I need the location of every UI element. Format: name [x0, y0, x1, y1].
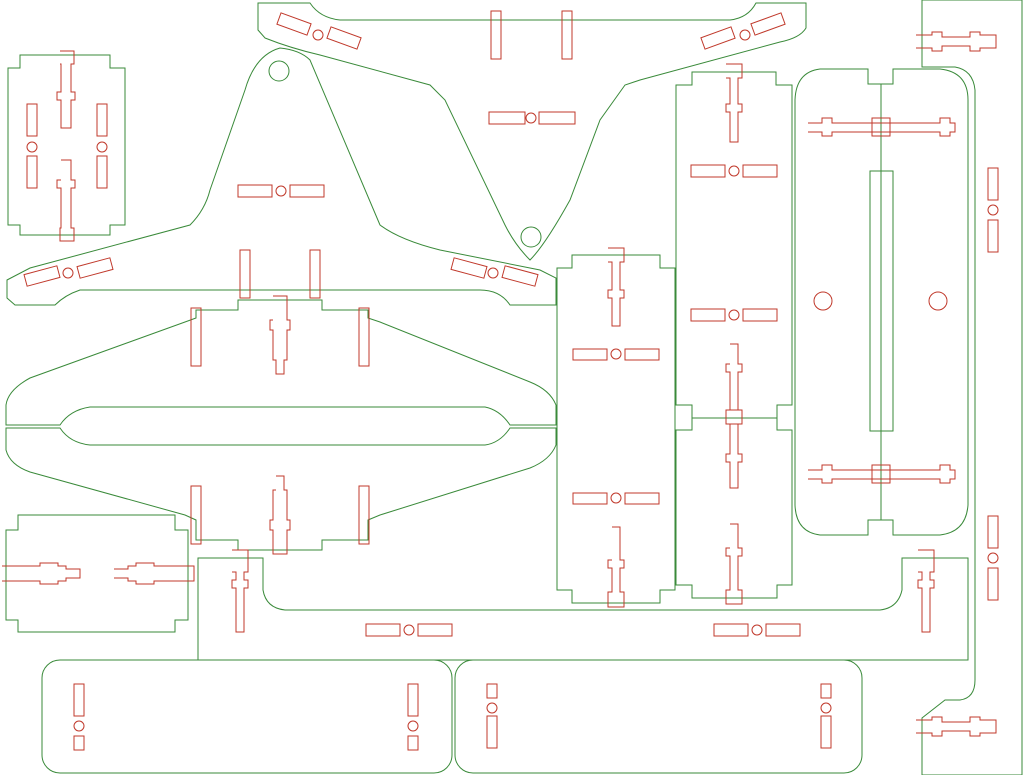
tall-rounded-panel-slots: [808, 117, 956, 484]
cross-piece-upper-wing: [5, 299, 557, 426]
cross-piece-lower-wing: [5, 427, 557, 551]
main-plane-piece: [6, 47, 557, 306]
main-plane-upper-slots: [23, 184, 539, 299]
right-long-rail-slots: [916, 31, 999, 737]
lower-left-panel: [5, 514, 189, 633]
top-wing-hole: [520, 226, 542, 248]
left-small-panel: [7, 54, 126, 236]
bottom-base: [197, 557, 969, 661]
tall-rounded-panel: [794, 68, 969, 536]
right-column-slots: [690, 63, 778, 605]
bottom-right-plate-slots: [486, 683, 832, 749]
right-long-rail: [921, 0, 1023, 775]
top-wing-piece: [257, 2, 807, 261]
left-small-panel-slots: [26, 50, 108, 242]
bottom-left-plate: [41, 659, 453, 774]
bottom-right-plate: [454, 659, 863, 774]
center-column-slots: [572, 247, 660, 608]
cross-piece-slots: [190, 295, 370, 555]
top-wing-slots: [276, 10, 786, 125]
right-column: [675, 71, 793, 599]
lower-left-panel-slots: [2, 562, 195, 585]
center-column: [556, 254, 676, 604]
bottom-base-slots: [231, 549, 935, 637]
bottom-left-plate-slots: [73, 683, 419, 751]
